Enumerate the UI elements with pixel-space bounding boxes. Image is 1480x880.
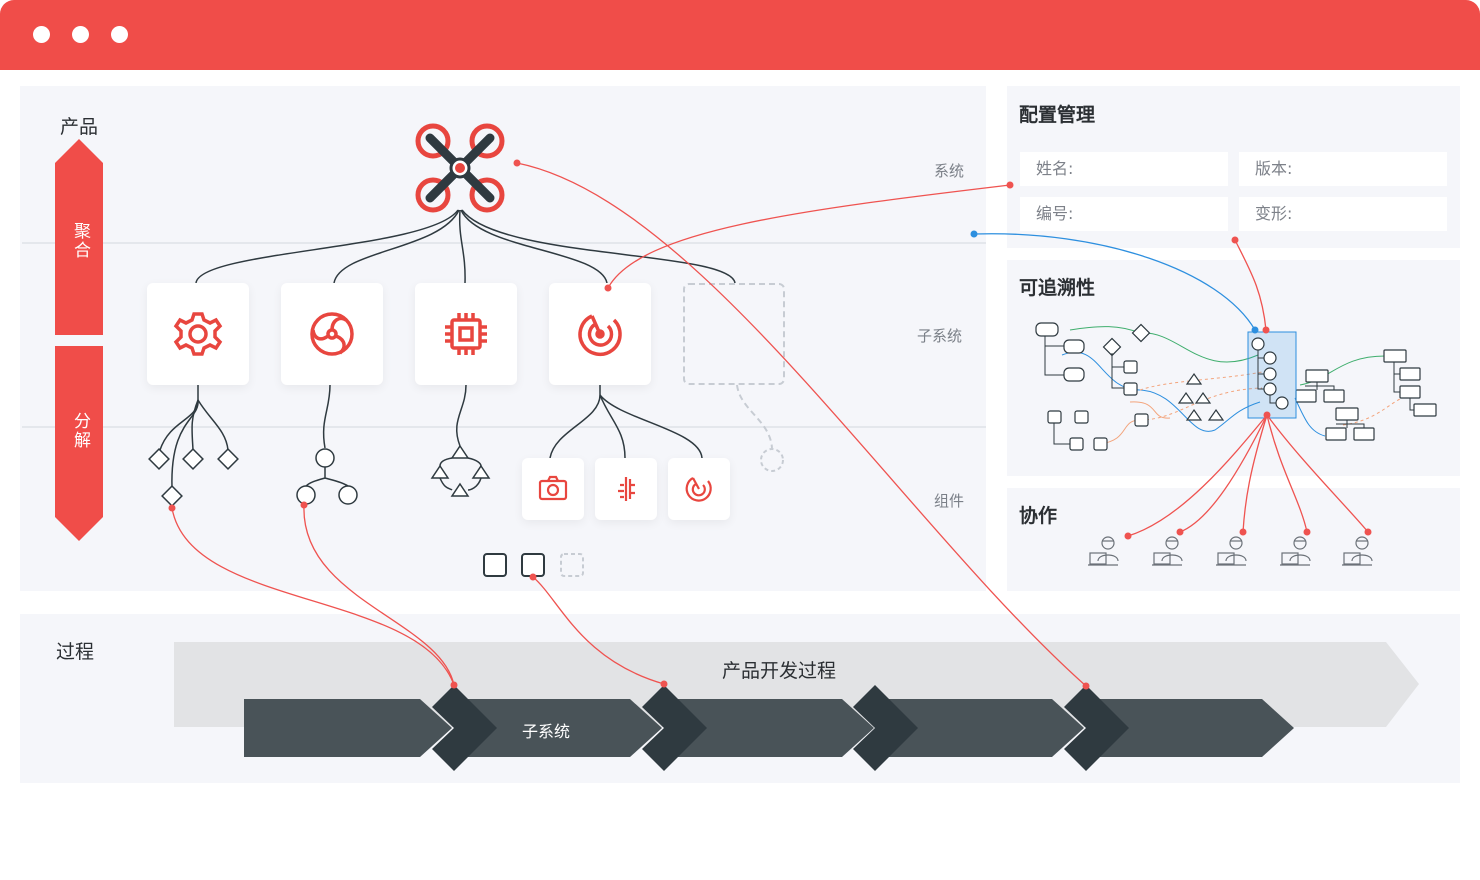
sensor-icon (618, 477, 635, 501)
fan-icon (310, 312, 354, 356)
process-step-arrows (244, 699, 1294, 757)
decompose-label: 分解 (70, 412, 90, 450)
subsystem-card-placeholder[interactable] (683, 283, 785, 385)
camera-icon (538, 475, 568, 501)
subsystem-card-gear[interactable] (147, 283, 249, 385)
component-card-dial[interactable] (668, 458, 730, 520)
radar-icon (578, 314, 622, 357)
user-laptop-icons (1088, 536, 1373, 566)
process-step-label: 子系统 (522, 722, 571, 741)
trace-title: 可追溯性 (1019, 277, 1096, 299)
window-titlebar (0, 0, 1480, 70)
dial-icon (685, 477, 712, 502)
name-field[interactable]: 姓名: (1020, 152, 1228, 186)
process-title: 过程 (56, 641, 95, 663)
component-card-camera[interactable] (522, 458, 584, 520)
subsystem-card-fan[interactable] (281, 283, 383, 385)
level-label-component: 组件 (934, 492, 965, 510)
process-banner-label: 产品开发过程 (722, 660, 837, 682)
gear-icon (173, 312, 223, 356)
version-field[interactable]: 版本: (1239, 152, 1447, 186)
drone-icon (415, 123, 505, 213)
config-title: 配置管理 (1019, 104, 1096, 126)
level-label-system: 系统 (934, 162, 965, 180)
number-field[interactable]: 编号: (1020, 197, 1228, 231)
decompose-arrow (55, 346, 103, 541)
subsystem-card-chip[interactable] (415, 283, 517, 385)
window-dot-minimize[interactable] (72, 26, 89, 43)
variant-field[interactable]: 变形: (1239, 197, 1447, 231)
chip-icon (445, 313, 487, 355)
aggregate-arrow (55, 139, 103, 335)
subsystem-card-radar[interactable] (549, 283, 651, 385)
window-dot-close[interactable] (33, 26, 50, 43)
window-dot-maximize[interactable] (111, 26, 128, 43)
collab-panel (1007, 488, 1460, 591)
level-label-subsystem: 子系统 (917, 327, 963, 345)
component-card-sensor[interactable] (595, 458, 657, 520)
product-title: 产品 (60, 116, 99, 138)
aggregate-label: 聚合 (70, 222, 90, 260)
collab-title: 协作 (1019, 505, 1058, 527)
